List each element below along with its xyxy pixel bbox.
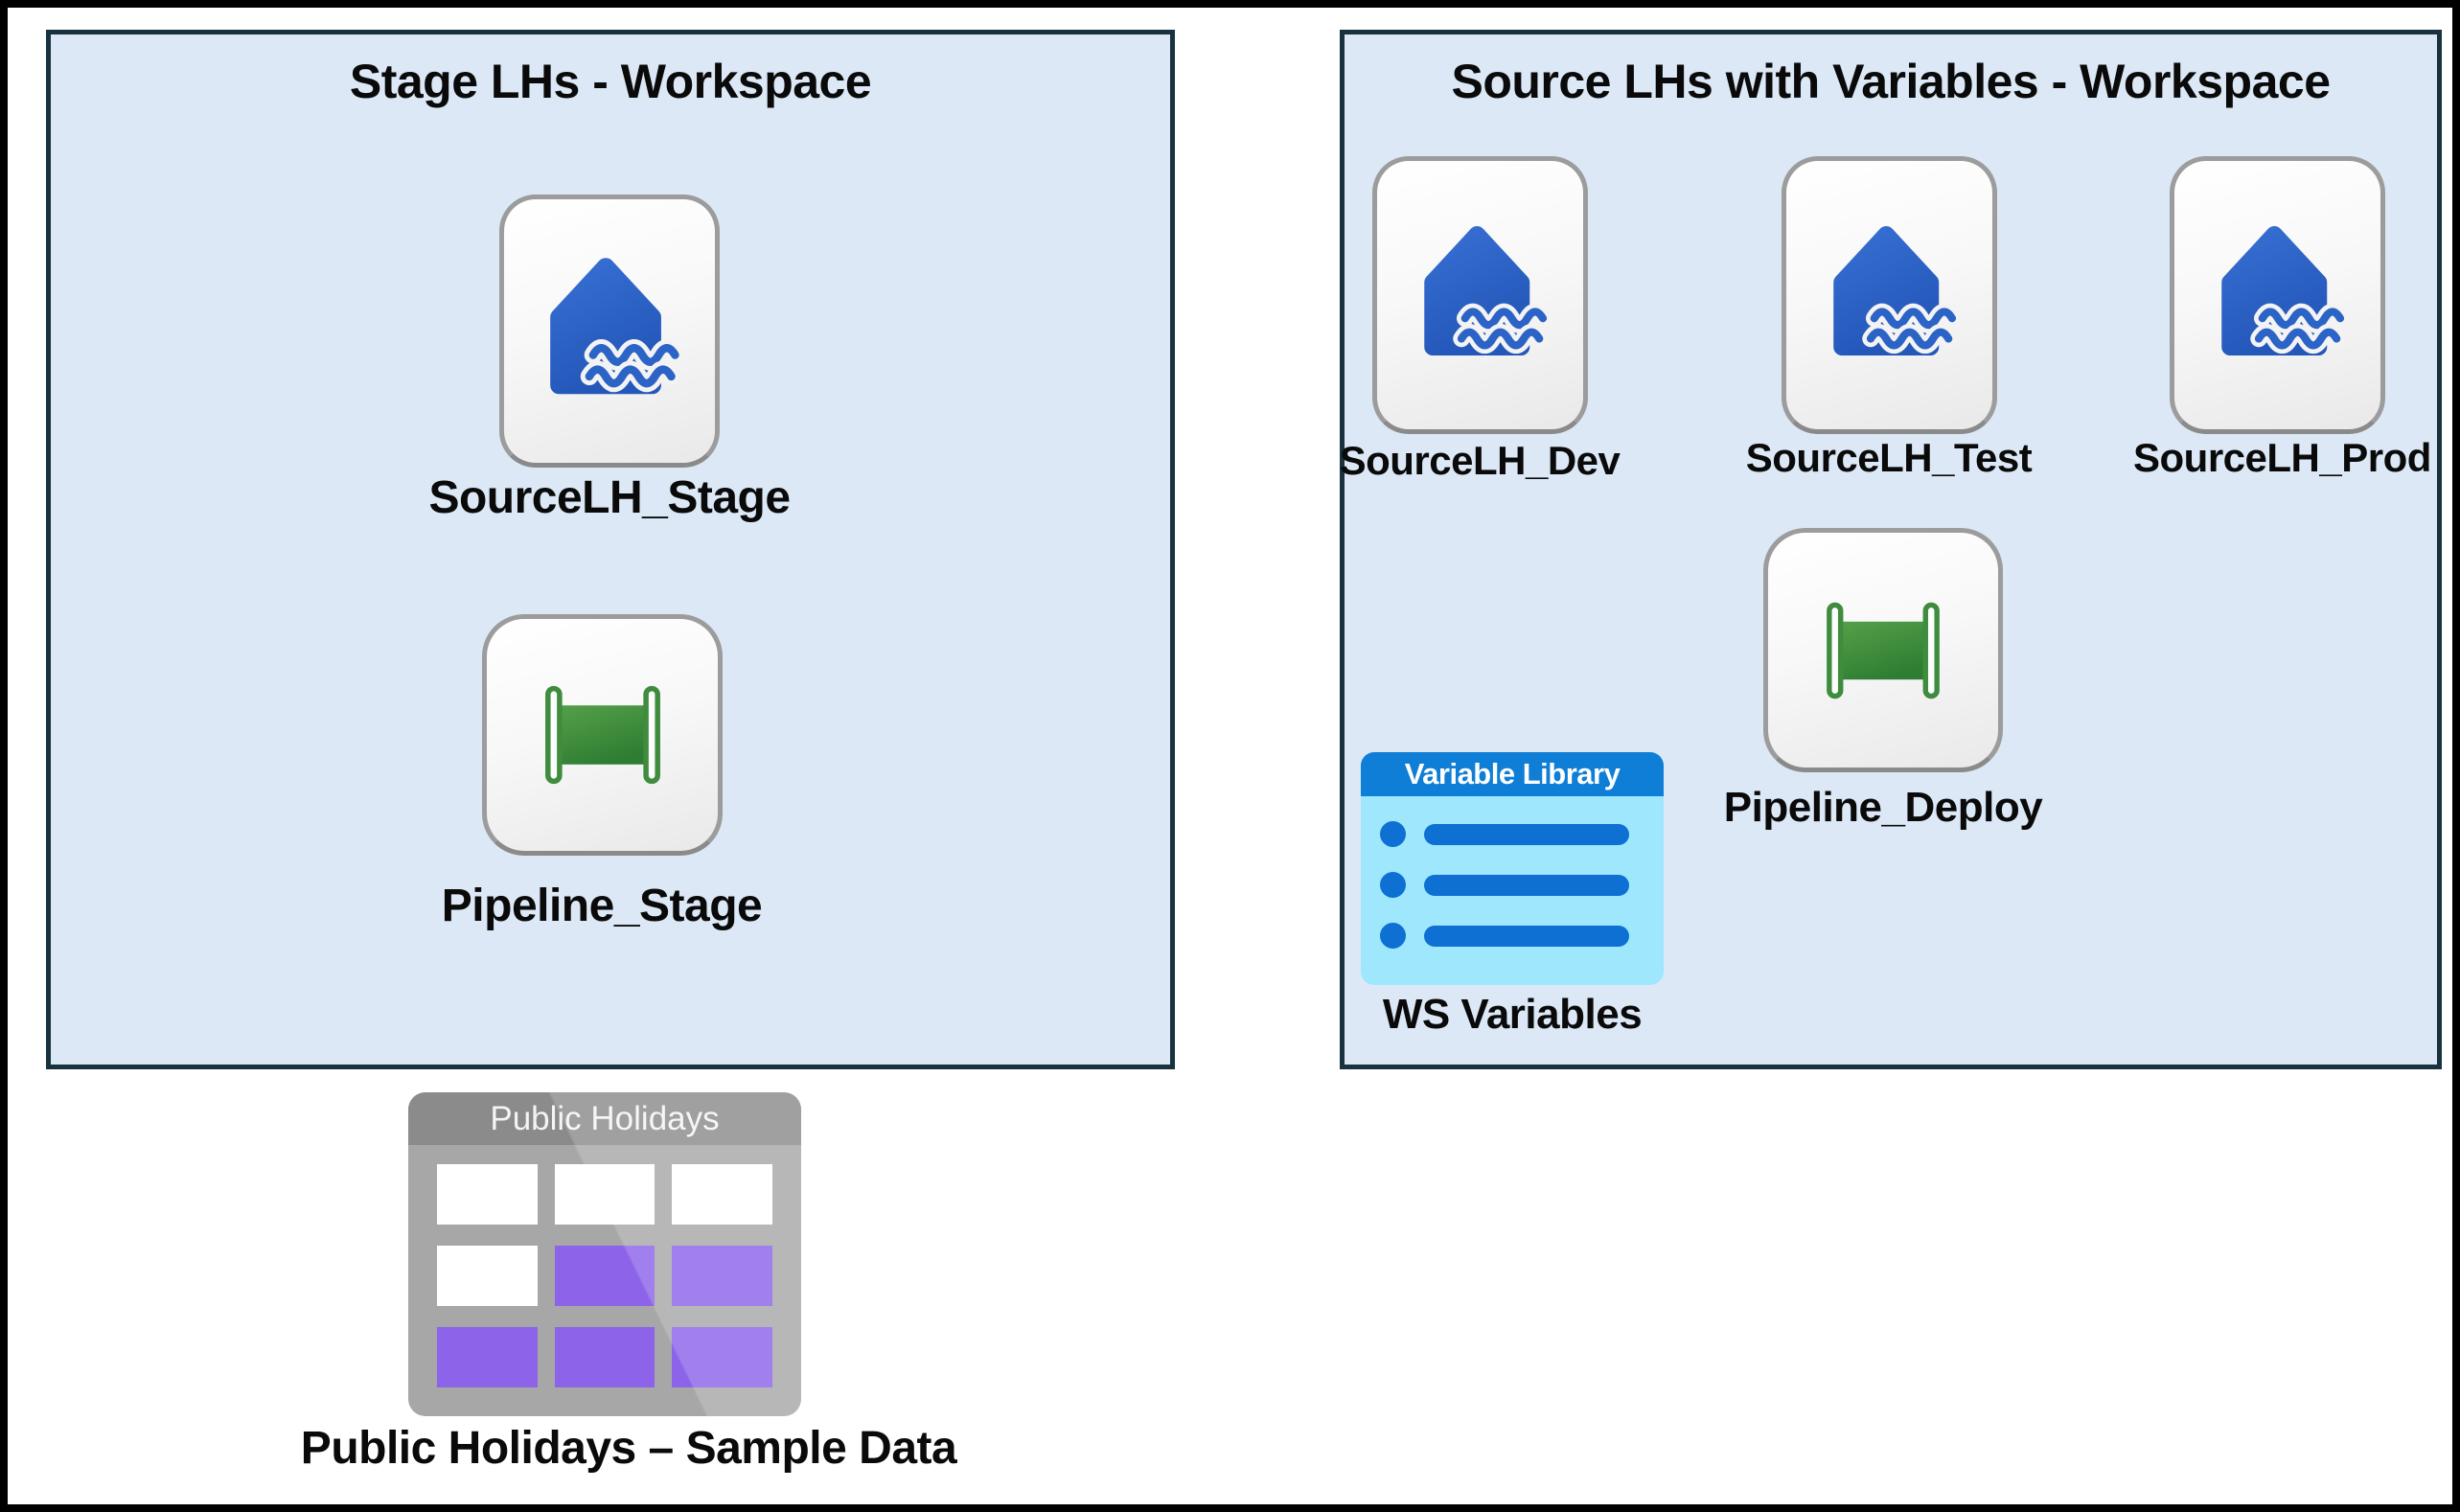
lakehouse-label: SourceLH_Test: [1745, 435, 2033, 480]
lakehouse-label: SourceLH_Prod: [2133, 435, 2431, 480]
table-icon: Public Holidays: [408, 1092, 801, 1416]
stage-workspace-title: Stage LHs - Workspace: [349, 55, 872, 108]
pipeline-card-pipeline-stage: [482, 614, 723, 856]
table-cell: [554, 1164, 655, 1225]
source-workspace-panel: Source LHs with Variables - Workspace So…: [1340, 30, 2442, 1069]
pipeline-icon: [1821, 599, 1945, 702]
bullet-icon: [1380, 821, 1406, 847]
variable-library-header: Variable Library: [1361, 752, 1664, 796]
bullet-icon: [1380, 923, 1406, 949]
variable-bar: [1424, 925, 1629, 947]
table-grid: [408, 1145, 801, 1412]
variable-library-rows: [1361, 796, 1664, 949]
pipeline-label: Pipeline_Stage: [441, 881, 763, 931]
variable-row: [1380, 821, 1629, 847]
lakehouse-card-sourcelh-stage: [499, 195, 720, 468]
source-workspace-title: Source LHs with Variables - Workspace: [1451, 55, 2331, 108]
table-cell: [554, 1327, 655, 1387]
pipeline-icon: [540, 682, 666, 788]
lakehouse-icon: [1409, 218, 1552, 374]
table-cell: [672, 1327, 772, 1387]
table-cell: [437, 1246, 538, 1306]
table-cell: [672, 1246, 772, 1306]
bullet-icon: [1380, 872, 1406, 898]
table-cell: [437, 1164, 538, 1225]
variable-row: [1380, 923, 1629, 949]
stage-workspace-panel: Stage LHs - Workspace SourceLH_Stage Pip…: [46, 30, 1175, 1069]
pipeline-label: Pipeline_Deploy: [1723, 784, 2043, 831]
variable-bar: [1424, 823, 1629, 845]
pipeline-card-pipeline-deploy: [1763, 528, 2003, 772]
table-cell: [672, 1164, 772, 1225]
variable-library-label: WS Variables: [1382, 991, 1643, 1038]
table-cell: [437, 1327, 538, 1387]
lakehouse-icon: [1818, 218, 1962, 374]
lakehouse-card-sourcelh-test: [1782, 156, 1997, 434]
lakehouse-card-sourcelh-prod: [2170, 156, 2385, 434]
lakehouse-label: SourceLH_Dev: [1339, 438, 1621, 483]
variable-row: [1380, 872, 1629, 898]
variable-bar: [1424, 874, 1629, 896]
table-icon-header: Public Holidays: [408, 1092, 801, 1145]
table-cell: [554, 1246, 655, 1306]
lakehouse-label: SourceLH_Stage: [428, 472, 791, 523]
lakehouse-card-sourcelh-dev: [1372, 156, 1588, 434]
sample-data-label: Public Holidays – Sample Data: [300, 1423, 957, 1474]
variable-library-icon: Variable Library: [1361, 752, 1664, 985]
lakehouse-icon: [534, 249, 685, 413]
lakehouse-icon: [2206, 218, 2350, 374]
